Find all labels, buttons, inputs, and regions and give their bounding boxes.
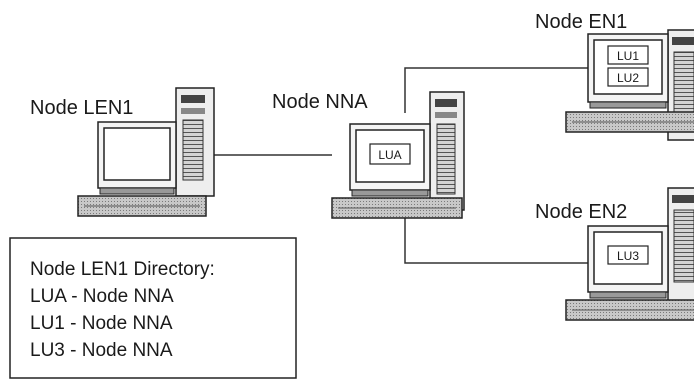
computer-len1	[77, 87, 215, 217]
lu-box-lu2: LU2	[607, 67, 649, 87]
lu-label-lu1: LU1	[617, 49, 639, 63]
directory-title: Node LEN1 Directory:	[30, 259, 215, 280]
lu-label-lua: LUA	[378, 148, 401, 162]
lu-box-lu3: LU3	[607, 245, 649, 265]
lu-box-lu1: LU1	[607, 45, 649, 65]
link-nna-en2	[404, 213, 590, 264]
node-label-en2: Node EN2	[535, 201, 627, 223]
node-label-en1: Node EN1	[535, 11, 627, 33]
link-nna-en1	[404, 67, 590, 113]
directory-entry: LU1 - Node NNA	[30, 313, 173, 334]
computer-nna	[331, 91, 465, 219]
directory-box: Node LEN1 Directory: LUA - Node NNA LU1 …	[9, 237, 297, 379]
lu-label-lu2: LU2	[617, 71, 639, 85]
directory-entry: LU3 - Node NNA	[30, 340, 173, 361]
node-label-nna: Node NNA	[272, 91, 368, 113]
computer-en1	[565, 29, 694, 141]
lu-label-lu3: LU3	[617, 249, 639, 263]
lu-box-lua: LUA	[369, 143, 411, 165]
node-label-len1: Node LEN1	[30, 97, 133, 119]
directory-entry: LUA - Node NNA	[30, 286, 174, 307]
